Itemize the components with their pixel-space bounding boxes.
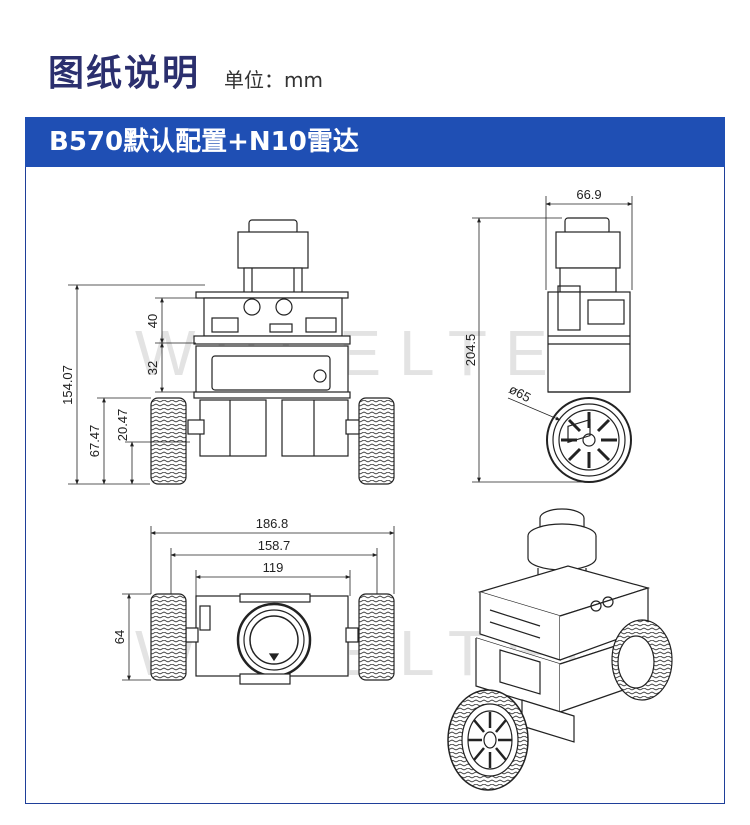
- banner-title: B570默认配置+N10雷达: [49, 127, 359, 157]
- unit-label: 单位：mm: [224, 68, 323, 92]
- dim-side-height: 204.5: [463, 334, 478, 367]
- dim-width-overall: 186.8: [256, 516, 289, 531]
- dim-height-upper: 40: [145, 314, 160, 328]
- dim-width-body: 119: [263, 560, 284, 575]
- front-view: [150, 219, 395, 485]
- top-view: [150, 593, 395, 685]
- dim-height-mid: 32: [145, 361, 160, 375]
- banner: B570默认配置+N10雷达: [25, 117, 725, 167]
- front-dimensions: [68, 284, 205, 485]
- dim-height-axle: 67.47: [87, 425, 102, 458]
- dim-side-width: 66.9: [576, 187, 601, 202]
- dim-width-inner: 158.7: [258, 538, 291, 553]
- side-dimensions: [472, 196, 633, 483]
- dim-height-total: 154.07: [60, 365, 75, 405]
- top-dimensions: [122, 526, 395, 681]
- side-view: [546, 217, 632, 483]
- dim-height-wheel: 20.47: [115, 409, 130, 442]
- dim-depth: 64: [112, 630, 127, 644]
- page-title: 图纸说明: [48, 53, 201, 94]
- isometric-view: [447, 418, 673, 791]
